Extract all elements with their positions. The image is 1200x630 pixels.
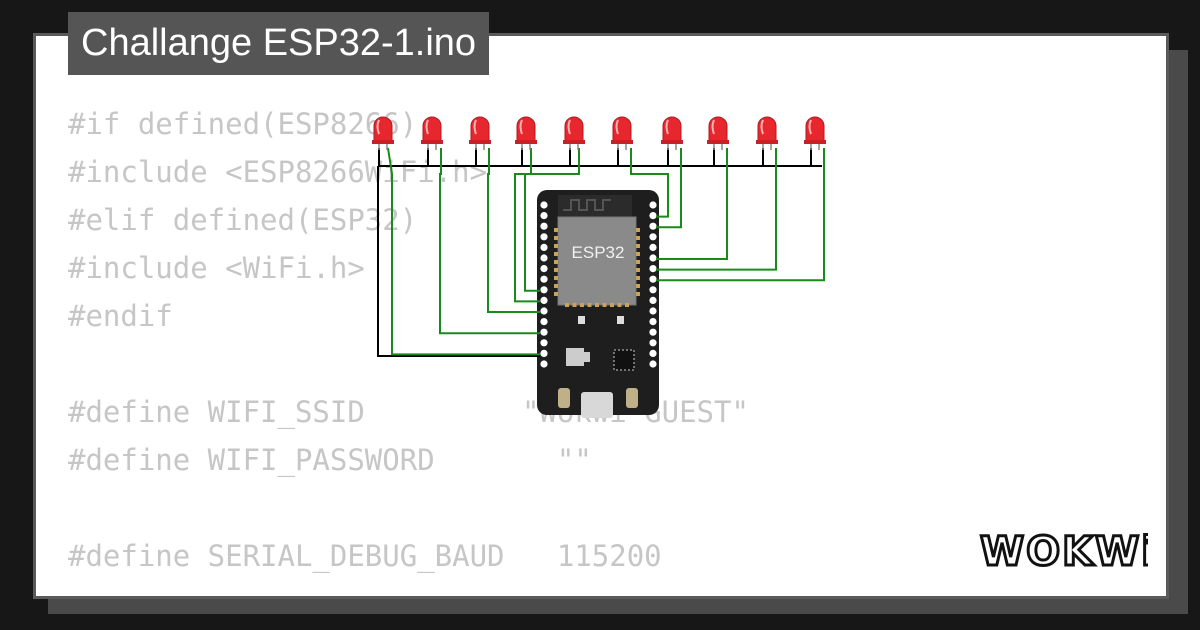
- code-line: #define WIFI_PASSWORD "": [68, 443, 592, 477]
- pin-left: [540, 318, 548, 326]
- pin-left: [540, 233, 548, 241]
- pin-right: [649, 243, 657, 251]
- pin-right: [649, 212, 657, 220]
- pin-left: [540, 212, 548, 220]
- pin-right: [649, 286, 657, 294]
- red-led[interactable]: [661, 116, 683, 150]
- code-line: #define SERIAL_DEBUG_BAUD 115200: [68, 539, 662, 573]
- led-signal-wire: [524, 148, 580, 292]
- pin-right: [649, 201, 657, 209]
- project-title[interactable]: Challange ESP32-1.ino: [68, 12, 490, 75]
- wires: [377, 147, 825, 357]
- led-signal-wire: [656, 148, 728, 260]
- led-signal-wire: [656, 148, 825, 282]
- led-signal-wire: [514, 148, 540, 303]
- right-header-pins: [649, 201, 657, 368]
- pin-right: [649, 222, 657, 230]
- pin-left: [540, 265, 548, 273]
- pin-right: [649, 296, 657, 304]
- red-led[interactable]: [756, 116, 778, 150]
- pin-left: [540, 243, 548, 251]
- code-line: #endif: [68, 299, 173, 333]
- pin-left: [540, 328, 548, 336]
- red-led[interactable]: [563, 116, 585, 150]
- led-signal-wire: [656, 148, 777, 271]
- pin-right: [649, 328, 657, 336]
- pin-left: [540, 254, 548, 262]
- red-led[interactable]: [421, 116, 443, 150]
- pin-right: [649, 339, 657, 347]
- code-line: #include <WiFi.h>: [68, 251, 365, 285]
- leds: [372, 116, 826, 150]
- pin-left: [540, 307, 548, 315]
- red-led[interactable]: [707, 116, 729, 150]
- code-line: #elif defined(ESP32): [68, 203, 418, 237]
- pin-right: [649, 275, 657, 283]
- module-pads: [554, 228, 640, 307]
- red-led[interactable]: [469, 116, 491, 150]
- pin-left: [540, 360, 548, 368]
- led-signal-wire: [630, 148, 669, 218]
- pin-right: [649, 360, 657, 368]
- esp32-module: [557, 216, 637, 306]
- pin-left: [540, 286, 548, 294]
- pin-right: [649, 318, 657, 326]
- pin-left: [540, 349, 548, 357]
- red-led[interactable]: [515, 116, 537, 150]
- pin-left: [540, 339, 548, 347]
- chip-label: ESP32: [572, 243, 625, 262]
- usb-port: [581, 392, 613, 418]
- led-signal-wire: [656, 148, 682, 229]
- code-line: #if defined(ESP8266): [68, 107, 418, 141]
- left-header-pins: [540, 201, 548, 368]
- red-led[interactable]: [611, 116, 633, 150]
- usb-uart-chip: [613, 349, 635, 371]
- led-signal-wire: [439, 148, 540, 335]
- wokwi-logo-text: WOKWi: [980, 529, 1148, 575]
- led-signal-wire: [387, 147, 540, 356]
- pin-left: [540, 201, 548, 209]
- red-led[interactable]: [804, 116, 826, 150]
- pin-left: [540, 296, 548, 304]
- reset-button[interactable]: [626, 388, 638, 408]
- pin-right: [649, 254, 657, 262]
- pin-right: [649, 307, 657, 315]
- code-line: #include <ESP8266WiFi.h>: [68, 155, 488, 189]
- boot-button[interactable]: [558, 388, 570, 408]
- ground-wire: [377, 166, 540, 357]
- voltage-regulator: [566, 348, 584, 366]
- esp32-board[interactable]: ESP32: [537, 190, 659, 418]
- pin-left: [540, 275, 548, 283]
- pin-right: [649, 349, 657, 357]
- pin-right: [649, 233, 657, 241]
- red-led[interactable]: [372, 116, 394, 150]
- pin-left: [540, 222, 548, 230]
- wokwi-logo[interactable]: WOKWi: [978, 525, 1149, 576]
- led-signal-wire: [487, 148, 540, 313]
- pin-right: [649, 265, 657, 273]
